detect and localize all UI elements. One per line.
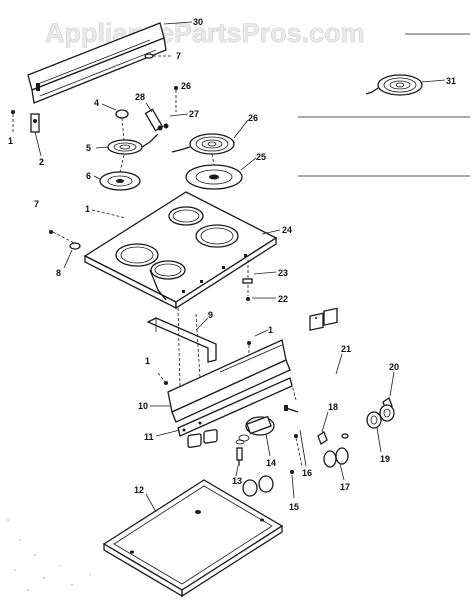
callout-label: 16 [302,468,312,478]
callout-label: 2 [39,157,44,167]
callout-label: 8 [56,268,61,278]
callout-label: 19 [380,454,390,464]
scan-noise [7,519,91,591]
callout-label: 6 [86,171,91,181]
screw-part [144,53,172,59]
callout-label: 9 [208,310,213,320]
callout-label: 24 [282,225,292,235]
clip-part [49,230,81,250]
section-dividers [298,33,470,177]
callout-label: 7 [34,199,39,209]
timer-part [235,415,275,445]
connector-part [236,447,243,466]
callout-label: 23 [278,268,288,278]
switches-part [309,307,338,331]
callout-label: 18 [328,402,338,412]
callout-label: 22 [278,294,288,304]
bottom-panel-part [102,479,284,598]
backguard-part [27,22,167,104]
spring-clip-part [317,431,349,468]
callout-label: 20 [389,362,399,372]
callout-label: 7 [176,51,181,61]
callout-label: 26 [248,113,258,123]
callout-label: 25 [256,152,266,162]
callout-label: 31 [446,76,456,86]
callout-label: 28 [135,92,145,102]
trim-part [177,377,293,437]
knobs-left-part [187,429,294,497]
callout-label: 4 [94,98,99,108]
callout-label: 13 [232,476,242,486]
callout-label: 27 [189,109,199,119]
cooktop-screws-part [242,260,253,301]
support-bracket-part [146,307,217,387]
callout-label: 1 [85,204,90,214]
watermark-text: AppliancePartsPros.com [45,18,365,48]
callout-label: 1 [8,136,13,146]
small-burner-part [99,109,159,191]
callout-label: 14 [266,458,276,468]
callout-label: 1 [268,325,273,335]
control-panel-part [167,339,297,423]
callout-label: 5 [86,143,91,153]
callout-label: 1 [145,356,150,366]
callout-label: 26 [181,81,191,91]
callout-label: 11 [144,432,154,442]
callout-labels: 30 7 26 4 28 27 26 5 25 6 31 1 2 7 1 24 … [8,17,456,513]
receptacle-bracket-part [144,86,178,132]
cooktop-part [83,191,278,310]
burner-inset-part [365,74,423,96]
callout-label: 17 [340,482,350,492]
large-burner-part [171,133,243,190]
bolts-part [284,405,303,467]
callout-label: 21 [341,344,351,354]
bracket-part [11,110,40,133]
knobs-right-part [366,397,395,429]
callout-label: 15 [289,502,299,512]
callout-label: 10 [138,401,148,411]
callout-label: 12 [134,485,144,495]
callout-label: 30 [193,17,203,27]
